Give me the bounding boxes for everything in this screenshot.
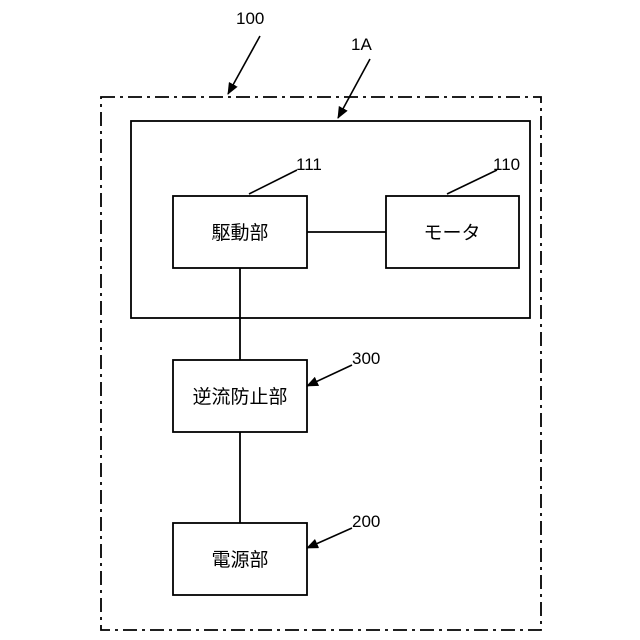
motor-ref-number: 110 xyxy=(493,155,520,174)
backflow-ref-arrow xyxy=(307,365,352,386)
power-block-label: 電源部 xyxy=(211,549,268,571)
backflow-ref-number: 300 xyxy=(352,349,380,368)
power-ref-number: 200 xyxy=(352,512,380,531)
system-ref-arrow xyxy=(228,36,260,94)
power-ref-arrow xyxy=(307,528,352,548)
motor-ref-leader xyxy=(447,170,497,194)
drive-ref-leader xyxy=(249,170,297,194)
unit-ref-arrow xyxy=(338,59,370,118)
drive-block-label: 駆動部 xyxy=(211,222,268,244)
backflow-block-label: 逆流防止部 xyxy=(192,386,287,408)
drive-ref-number: 111 xyxy=(296,155,322,174)
system-boundary xyxy=(101,97,541,630)
motor-block-label: モータ xyxy=(423,222,480,244)
unit-ref-number: 1A xyxy=(351,35,372,54)
system-ref-number: 100 xyxy=(236,9,264,28)
